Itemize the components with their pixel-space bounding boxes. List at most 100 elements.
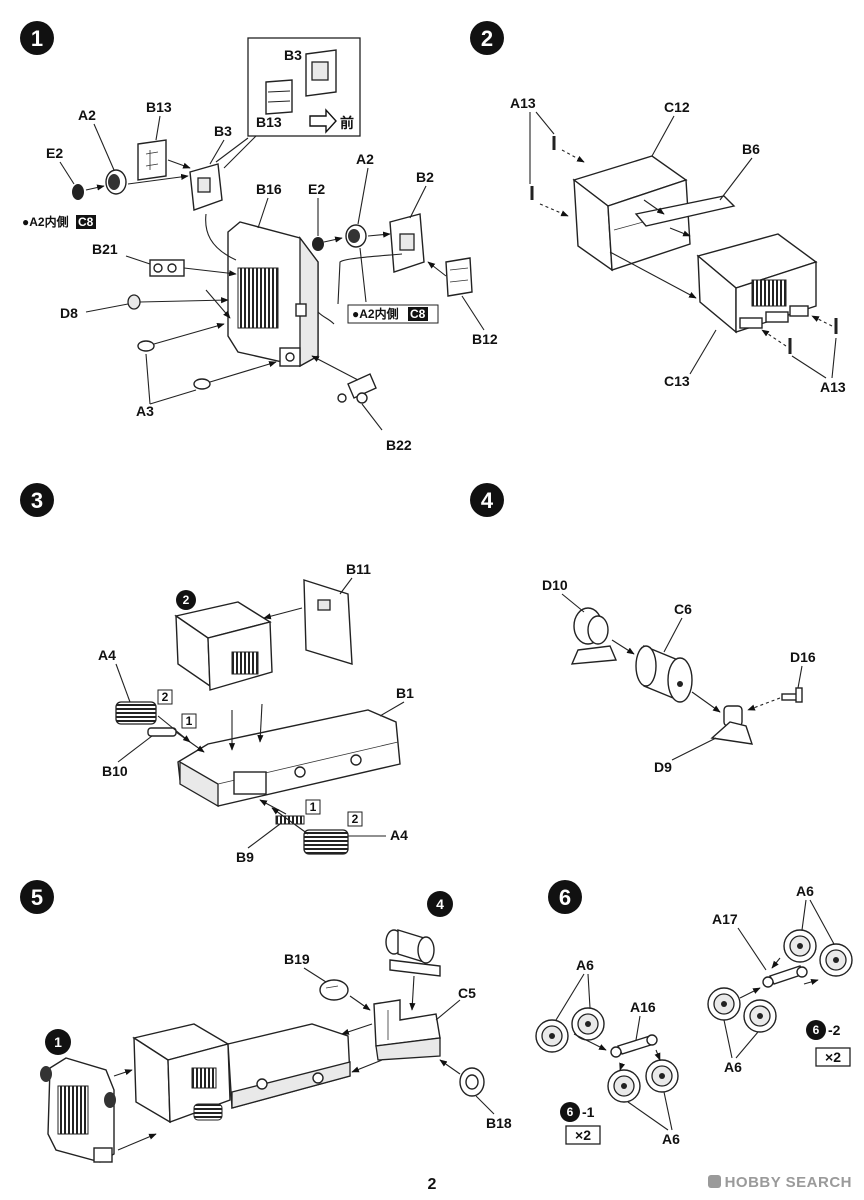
- order-mark-1-left: 1: [181, 713, 197, 729]
- wheel-icon: [645, 1059, 679, 1093]
- part-a2-left: [105, 169, 127, 195]
- part-b19: [319, 979, 349, 1001]
- svg-text:6: 6: [567, 1105, 574, 1119]
- wheel-icon: [607, 1069, 641, 1103]
- part-c5: [373, 999, 441, 1061]
- part-d16: [781, 687, 803, 703]
- svg-text:A6: A6: [576, 957, 594, 973]
- part-a4-left: [115, 701, 157, 725]
- svg-text:A6: A6: [796, 883, 814, 899]
- part-c13: [696, 233, 818, 334]
- part-b12: [445, 257, 473, 297]
- svg-text:B19: B19: [284, 951, 310, 967]
- part-b1: [177, 709, 401, 808]
- svg-text:A6: A6: [662, 1131, 680, 1147]
- svg-text:B13: B13: [256, 114, 282, 130]
- part-a2-right: [345, 224, 367, 248]
- sub-step-6-1: 6 -1 ×2: [560, 1102, 601, 1145]
- svg-text:A2: A2: [78, 107, 96, 123]
- svg-text:B16: B16: [256, 181, 282, 197]
- part-b16: [227, 221, 319, 368]
- wheelset-6-1: [535, 1007, 679, 1103]
- paint-note-right: ●A2内側 C8: [347, 304, 439, 324]
- svg-text:×2: ×2: [575, 1127, 591, 1143]
- svg-text:-1: -1: [582, 1104, 595, 1120]
- part-d10: [570, 607, 618, 665]
- svg-text:1: 1: [31, 26, 43, 51]
- part-b22: [337, 373, 377, 404]
- svg-text:E2: E2: [46, 145, 63, 161]
- sub-step-4-badge: 4: [427, 891, 453, 917]
- part-b13: [137, 139, 167, 181]
- svg-text:B18: B18: [486, 1115, 512, 1131]
- wheel-icon: [707, 987, 741, 1021]
- step-6-badge: 6: [548, 880, 582, 914]
- sub-step-1-badge: 1: [45, 1029, 71, 1055]
- wheel-icon: [571, 1007, 605, 1041]
- step-5-badge: 5: [20, 880, 54, 914]
- svg-text:C13: C13: [664, 373, 690, 389]
- part-b11: [303, 579, 353, 665]
- part-a4-right: [303, 829, 349, 855]
- watermark-text: HOBBY SEARCH: [724, 1174, 852, 1191]
- svg-text:A3: A3: [136, 403, 154, 419]
- svg-text:A4: A4: [98, 647, 116, 663]
- svg-text:A13: A13: [820, 379, 846, 395]
- svg-text:C5: C5: [458, 985, 476, 1001]
- wheelset-6-2: [707, 929, 853, 1033]
- front-arrow-icon: [309, 108, 337, 134]
- svg-text:前: 前: [340, 115, 354, 131]
- svg-text:5: 5: [31, 885, 43, 910]
- svg-text:A6: A6: [724, 1059, 742, 1075]
- part-b6: [634, 195, 736, 227]
- svg-text:●A2内側: ●A2内側: [352, 306, 399, 321]
- svg-text:E2: E2: [308, 181, 325, 197]
- svg-text:B3: B3: [284, 47, 302, 63]
- step-2: 2: [470, 21, 846, 395]
- svg-text:2: 2: [183, 593, 190, 607]
- step-4-badge: 4: [470, 483, 504, 517]
- svg-text:2: 2: [481, 26, 493, 51]
- svg-text:C8: C8: [78, 215, 94, 229]
- svg-text:B3: B3: [214, 123, 232, 139]
- svg-text:C12: C12: [664, 99, 690, 115]
- part-e2-right: [312, 237, 324, 251]
- page-number: 2: [427, 1176, 437, 1193]
- watermark: HOBBY SEARCH: [707, 1174, 852, 1191]
- hobby-search-logo-icon: [707, 1175, 721, 1188]
- svg-text:B22: B22: [386, 437, 412, 453]
- svg-text:D16: D16: [790, 649, 816, 665]
- wheel-icon: [743, 999, 777, 1033]
- part-b9: [275, 815, 305, 825]
- step-3-badge: 3: [20, 483, 54, 517]
- order-mark-2-left: 2: [157, 689, 173, 705]
- paint-note-left: ●A2内側 C8: [22, 214, 96, 229]
- step-5: 5 1 4: [20, 880, 512, 1163]
- svg-text:D9: D9: [654, 759, 672, 775]
- svg-text:2: 2: [162, 690, 169, 704]
- svg-text:A16: A16: [630, 999, 656, 1015]
- wheel-icon: [819, 943, 853, 977]
- svg-text:A2: A2: [356, 151, 374, 167]
- part-a3: [137, 340, 211, 390]
- svg-text:A17: A17: [712, 911, 738, 927]
- svg-text:1: 1: [186, 714, 193, 728]
- svg-text:C6: C6: [674, 601, 692, 617]
- sub-step-2-badge: 2: [176, 590, 196, 610]
- svg-text:B1: B1: [396, 685, 414, 701]
- step-6: 6 A6 A16 A6: [535, 880, 853, 1147]
- svg-text:6: 6: [559, 885, 571, 910]
- svg-text:B13: B13: [146, 99, 172, 115]
- svg-text:B12: B12: [472, 331, 498, 347]
- svg-text:1: 1: [54, 1034, 62, 1050]
- step-1: 1 B3 B13 前: [20, 21, 498, 453]
- svg-text:C8: C8: [410, 307, 426, 321]
- svg-text:B2: B2: [416, 169, 434, 185]
- assembled-cab: [174, 601, 273, 691]
- assembled-chassis: [132, 1023, 351, 1124]
- step-1-badge: 1: [20, 21, 54, 55]
- svg-text:B6: B6: [742, 141, 760, 157]
- part-e2-left: [72, 184, 84, 200]
- step-4: 4 D10 C6 D16: [470, 483, 816, 775]
- svg-text:-2: -2: [828, 1022, 841, 1038]
